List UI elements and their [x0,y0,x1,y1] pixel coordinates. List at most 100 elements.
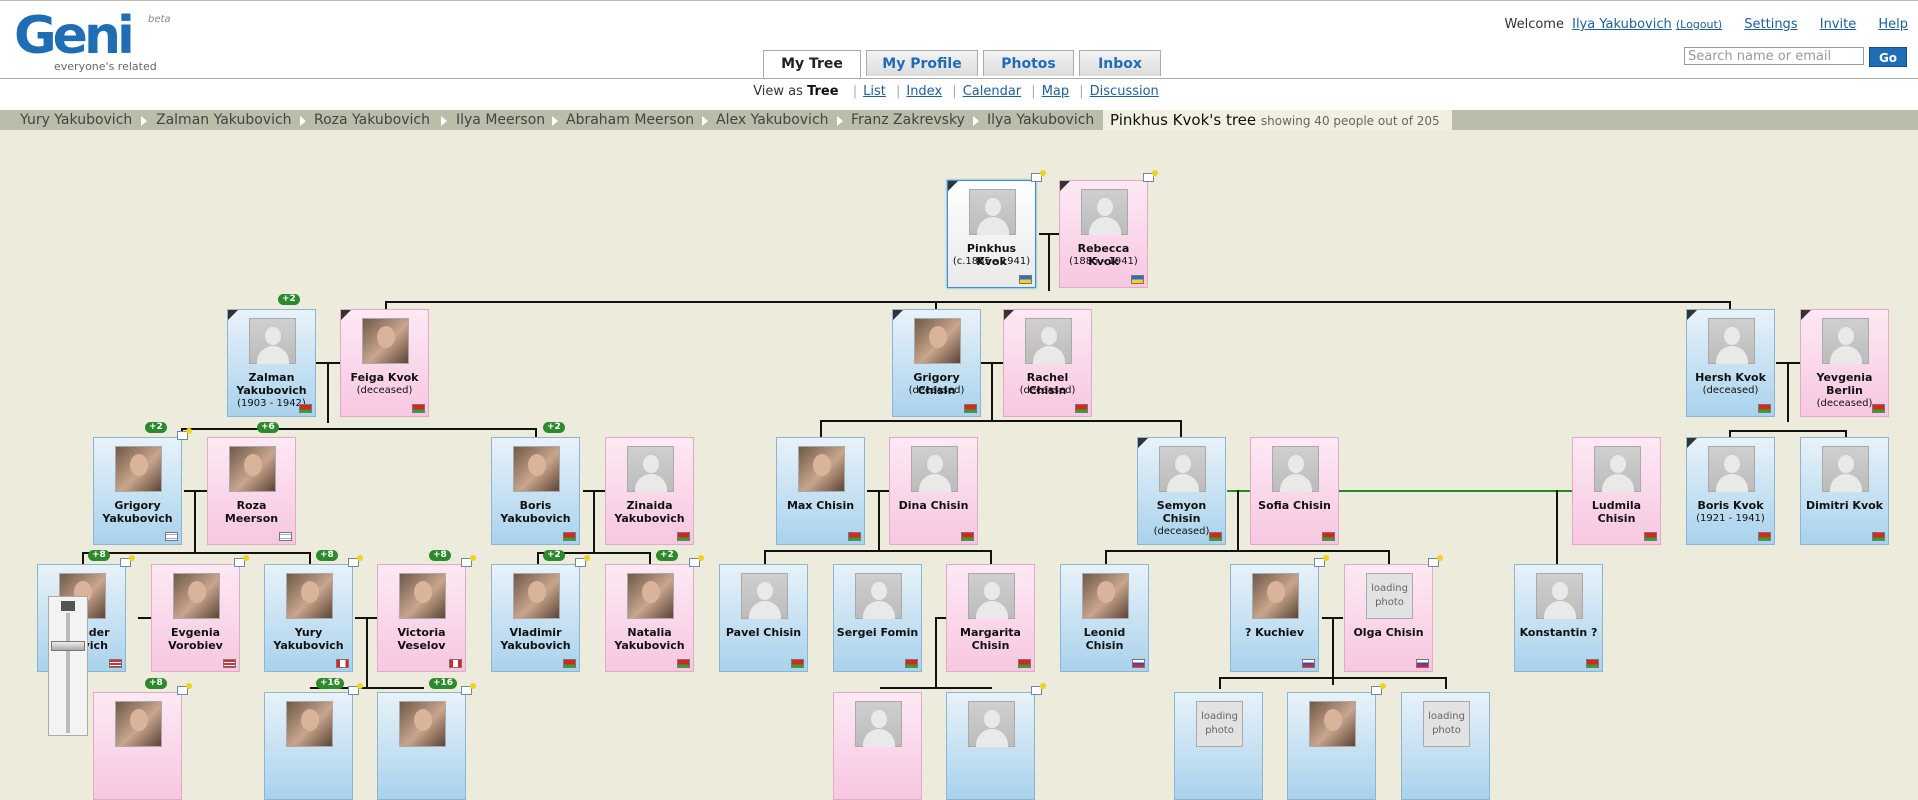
edit-corner-icon[interactable] [1801,310,1811,320]
person-card-partial[interactable] [264,692,353,800]
person-card-partial[interactable]: loading photo [1174,692,1263,800]
more-people-badge[interactable]: +8 [429,550,451,561]
note-icon[interactable] [1428,555,1443,567]
edit-corner-icon[interactable] [1687,438,1697,448]
person-card-margarita-chisin[interactable]: Margarita Chisin [946,564,1035,672]
person-card-partial[interactable] [833,692,922,800]
person-card-natalia-yakubovich[interactable]: Natalia Yakubovich [605,564,694,672]
person-card-sofia-chisin[interactable]: Sofia Chisin [1250,437,1339,545]
note-icon[interactable] [177,428,192,440]
note-icon[interactable] [1371,683,1386,695]
person-card-pavel-chisin[interactable]: Pavel Chisin [719,564,808,672]
more-people-badge[interactable]: +2 [543,422,565,433]
person-card-hersh-kvok[interactable]: Hersh Kvok (deceased) [1686,309,1775,417]
profile-photo[interactable] [115,701,162,747]
person-card-boris-kvok[interactable]: Boris Kvok (1921 - 1941) [1686,437,1775,545]
more-people-badge[interactable]: +2 [145,422,167,433]
more-people-badge[interactable]: +16 [316,678,345,689]
breadcrumb-item[interactable]: Franz Zakrevsky [851,112,965,128]
more-people-badge[interactable]: +2 [543,550,565,561]
more-people-badge[interactable]: +8 [316,550,338,561]
profile-photo[interactable] [115,446,162,492]
note-icon[interactable] [1031,170,1046,182]
note-icon[interactable] [1143,170,1158,182]
breadcrumb-item[interactable]: Zalman Yakubovich [156,112,292,128]
person-card-yevgenia-berlin[interactable]: Yevgenia Berlin (deceased) [1800,309,1889,417]
user-profile-link[interactable]: Ilya Yakubovich [1572,17,1672,32]
settings-link[interactable]: Settings [1744,17,1798,32]
profile-photo[interactable] [286,573,333,619]
edit-corner-icon[interactable] [1138,438,1148,448]
note-icon[interactable] [177,683,192,695]
search-input[interactable]: Search name or email [1684,47,1864,65]
edit-corner-icon[interactable] [1004,310,1014,320]
person-card-ludmila-chisin[interactable]: Ludmila Chisin [1572,437,1661,545]
note-icon[interactable] [348,683,363,695]
profile-photo[interactable] [513,446,560,492]
person-card-partial[interactable] [946,692,1035,800]
view-index-link[interactable]: Index [906,84,943,99]
edit-corner-icon[interactable] [1687,310,1697,320]
zoom-handle[interactable] [51,641,85,651]
note-icon[interactable] [1031,683,1046,695]
profile-photo[interactable] [362,318,409,364]
person-card-partial[interactable] [1287,692,1376,800]
note-icon[interactable] [461,555,476,567]
more-people-badge[interactable]: +2 [278,294,300,305]
breadcrumb-item[interactable]: Ilya Meerson [456,112,546,128]
view-map-link[interactable]: Map [1041,84,1070,99]
note-icon[interactable] [348,555,363,567]
view-calendar-link[interactable]: Calendar [962,84,1022,99]
person-card-partial[interactable] [377,692,466,800]
person-card-vladimir-yakubovich[interactable]: Vladimir Yakubovich [491,564,580,672]
person-card-semyon-chisin[interactable]: Semyon Chisin (deceased) [1137,437,1226,545]
tab-inbox[interactable]: Inbox [1079,50,1161,76]
edit-corner-icon[interactable] [1060,181,1070,191]
person-card-partial[interactable] [93,692,182,800]
person-card-evgenia-vorobiev[interactable]: Evgenia Vorobiev [151,564,240,672]
edit-corner-icon[interactable] [893,310,903,320]
zoom-track[interactable] [66,613,70,733]
person-card-feiga-kvok[interactable]: Feiga Kvok (deceased) [340,309,429,417]
person-card-dina-chisin[interactable]: Dina Chisin [889,437,978,545]
person-card-yury-yakubovich[interactable]: Yury Yakubovich [264,564,353,672]
person-card-sergei-fomin[interactable]: Sergei Fomin [833,564,922,672]
person-card-olga-chisin[interactable]: loading photo Olga Chisin [1344,564,1433,672]
breadcrumb-item[interactable]: Abraham Meerson [566,112,695,128]
geni-logo[interactable]: Geni beta everyone's related [14,8,174,74]
more-people-badge[interactable]: +2 [656,550,678,561]
person-card-kuchiev[interactable]: ? Kuchiev [1230,564,1319,672]
edit-corner-icon[interactable] [228,310,238,320]
person-card-roza-meerson[interactable]: Roza Meerson [207,437,296,545]
note-icon[interactable] [120,555,135,567]
tab-photos[interactable]: Photos [983,50,1074,76]
person-card-zalman-yakubovich[interactable]: Zalman Yakubovich (1903 - 1942) [227,309,316,417]
person-card-konstantin[interactable]: Konstantin ? [1514,564,1603,672]
help-link[interactable]: Help [1878,17,1908,32]
profile-photo[interactable] [1309,701,1356,747]
breadcrumb-item[interactable]: Yury Yakubovich [20,112,133,128]
tab-my-profile[interactable]: My Profile [866,50,978,76]
person-card-rebecca-kvok[interactable]: Rebecca Kvok (1885 - 1941) [1059,180,1148,288]
person-card-zinaida-yakubovich[interactable]: Zinaida Yakubovich [605,437,694,545]
person-card-partial[interactable]: loading photo [1401,692,1490,800]
breadcrumb-item[interactable]: Ilya Yakubovich [987,112,1095,128]
note-icon[interactable] [234,555,249,567]
more-people-badge[interactable]: +16 [429,678,458,689]
zoom-slider[interactable] [48,596,88,736]
tab-my-tree[interactable]: My Tree [763,50,861,79]
profile-photo[interactable] [229,446,276,492]
more-people-badge[interactable]: +8 [145,678,167,689]
profile-photo[interactable] [1252,573,1299,619]
profile-photo[interactable] [798,446,845,492]
edit-corner-icon[interactable] [948,181,958,191]
view-list-link[interactable]: List [863,84,886,99]
note-icon[interactable] [689,555,704,567]
family-tree-canvas[interactable]: Pinkhus Kvok (c.1885 - 1941) Rebecca Kvo… [0,130,1918,800]
breadcrumb-item[interactable]: Roza Yakubovich [314,112,430,128]
note-icon[interactable] [575,555,590,567]
profile-photo[interactable] [399,573,446,619]
person-card-dimitri-kvok[interactable]: Dimitri Kvok [1800,437,1889,545]
edit-corner-icon[interactable] [341,310,351,320]
view-discussion-link[interactable]: Discussion [1089,84,1159,99]
